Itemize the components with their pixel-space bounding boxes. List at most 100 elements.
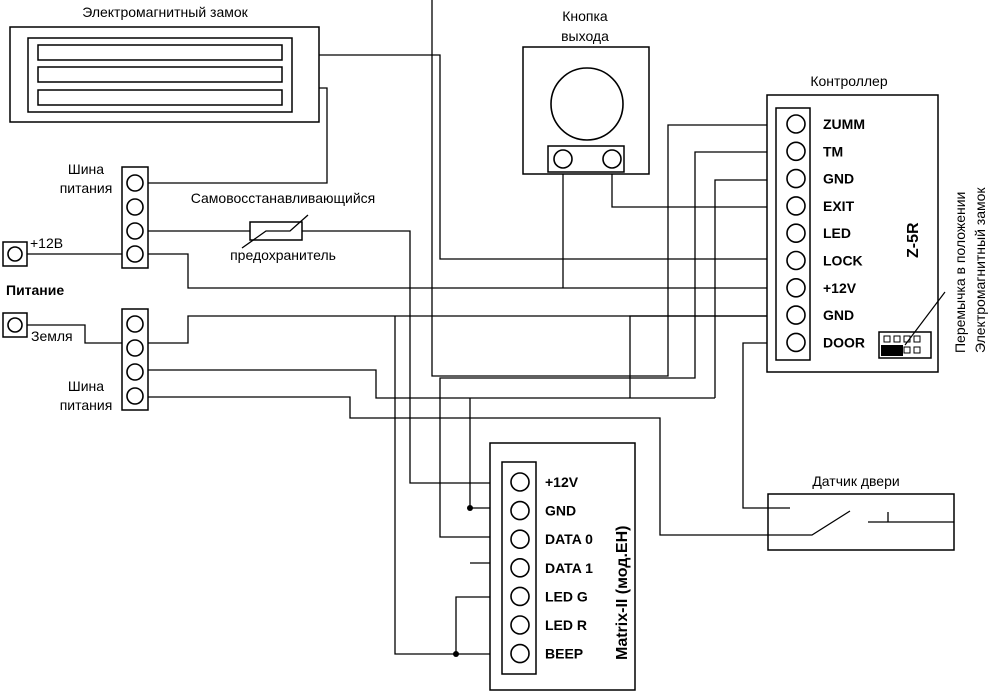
exit-button-title-line2: выхода: [561, 28, 609, 44]
fuse-symbol-line: [241, 214, 309, 249]
controller-terminal-label: EXIT: [823, 198, 855, 214]
jumper-pin: [913, 346, 921, 354]
jumper-cap: [881, 345, 903, 356]
bus-terminal: [126, 174, 144, 192]
controller-title: Контроллер: [810, 73, 887, 89]
controller-terminal-screw: [786, 114, 806, 134]
controller: Контроллер ZUMMTMGNDEXITLEDLOCK+12VGNDDO…: [766, 73, 988, 373]
jumper-pin: [913, 335, 921, 343]
controller-terminal-label: GND: [823, 171, 854, 187]
wires: [24, 0, 789, 655]
reader-terminal-screw: [510, 643, 530, 664]
jumper-note-line1: Перемычка в положении: [952, 192, 968, 353]
wire-zumm: [431, 0, 789, 377]
plus12-terminal-screw: [7, 246, 23, 262]
controller-terminal-screw: [786, 277, 806, 298]
reader-terminal-screw: [510, 557, 530, 578]
junctions: [453, 505, 473, 657]
wire-tm-to-data0: [439, 151, 789, 538]
controller-terminal-label: DOOR: [823, 334, 865, 350]
controller-terminal-screw: [786, 250, 806, 271]
jumper-pin: [883, 335, 891, 343]
bus-terminal: [126, 339, 144, 357]
controller-terminal-label: LOCK: [823, 253, 863, 269]
jumper-pin: [903, 346, 911, 354]
controller-terminal-label: +12V: [823, 280, 857, 296]
wire-bus-to-controller-12v: [146, 253, 789, 289]
wire-ground-bus-to-controller-gnd: [146, 315, 789, 344]
reader-terminal-label: +12V: [545, 474, 579, 490]
exit-button: Кнопка выхода: [522, 8, 650, 175]
fuse-label-line2: предохранитель: [230, 247, 336, 263]
reader-terminals: +12V GND DATA 0 DATA 1 LED G LED R BEEP: [510, 472, 593, 664]
ground-label: Земля: [31, 328, 73, 344]
exit-button-knob: [550, 67, 624, 141]
lock-bar: [37, 44, 283, 61]
reader-terminal-screw: [510, 615, 530, 635]
controller-terminal-screw: [786, 223, 806, 243]
power-bus-bottom-label-line2: питания: [60, 397, 113, 413]
controller-model: Z-5R: [905, 222, 922, 258]
power-bus-top-label-line1: Шина: [68, 161, 104, 177]
jumper-pin: [893, 335, 901, 343]
controller-terminal-screw: [786, 168, 806, 189]
lock-bar: [37, 89, 283, 106]
electromagnetic-lock: Электромагнитный замок: [9, 4, 320, 123]
wire-ground-to-bus: [24, 324, 146, 344]
reader-terminal-label: LED R: [545, 617, 587, 633]
controller-terminal-screw: [786, 305, 806, 325]
reader-terminal-screw: [510, 472, 530, 492]
junction-dot: [467, 505, 473, 511]
resettable-fuse: Самовосстанавливающийся предохранитель: [191, 190, 376, 263]
power-bus-top: Шина питания: [60, 161, 149, 269]
wire-exit-to-button: [611, 168, 789, 208]
bus-terminal: [126, 363, 144, 381]
fuse-label-line1: Самовосстанавливающийся: [191, 190, 376, 206]
wire-ground-bus-to-reader-gnd: [146, 369, 715, 399]
wire-lock-to-controller-lock: [319, 54, 789, 260]
reader-terminal-screw: [510, 529, 530, 550]
bus-terminal: [126, 387, 144, 405]
jumper-pointer: [904, 291, 946, 346]
wire-door-to-sensor: [742, 342, 789, 509]
controller-terminal-label: LED: [823, 225, 851, 241]
power-bus-bottom-label-line1: Шина: [68, 378, 104, 394]
junction-dot: [453, 651, 459, 657]
wire-beep-to-ground: [394, 316, 520, 655]
power-bus-top-label-line2: питания: [60, 180, 113, 196]
controller-terminal-screw: [786, 332, 806, 353]
lock-title: Электромагнитный замок: [82, 4, 248, 20]
door-sensor-switch-symbol: [768, 507, 954, 536]
wire-gnd2-to-data1: [629, 315, 789, 398]
bus-terminal: [126, 222, 144, 240]
reader-terminal-label: DATA 1: [545, 560, 593, 576]
wire-controller-gnd-to-exit: [714, 179, 789, 398]
reader-terminal-label: BEEP: [545, 646, 583, 662]
reader-terminal-label: GND: [545, 503, 576, 519]
bus-terminal: [126, 198, 144, 216]
power-title: Питание: [6, 282, 64, 298]
power-bus-bottom: Шина питания: [60, 308, 149, 413]
wire-lock-to-power-bus: [146, 87, 328, 184]
reader-model: Matrix-II (мод.EH): [614, 526, 631, 660]
door-sensor-title: Датчик двери: [812, 473, 899, 489]
jumper-pins: [883, 335, 921, 354]
lock-bar: [37, 66, 283, 83]
controller-terminal-label: TM: [823, 143, 843, 159]
exit-button-terminal: [602, 149, 622, 169]
bus-terminal: [126, 245, 144, 263]
plus12-label: +12В: [30, 235, 63, 251]
wire-ground-bus-to-door-sensor: [146, 396, 768, 536]
exit-button-title-line1: Кнопка: [562, 8, 608, 24]
reader-terminal-label: DATA 0: [545, 531, 593, 547]
wire-fuse-to-reader-12v: [302, 230, 520, 484]
power-input: +12В Питание Земля: [2, 235, 73, 344]
reader: +12V GND DATA 0 DATA 1 LED G LED R BEEP Matrix…: [489, 442, 636, 691]
controller-terminal-screw: [786, 196, 806, 216]
ground-terminal-screw: [7, 317, 23, 333]
door-sensor: Датчик двери: [767, 473, 955, 551]
reader-terminal-label: LED G: [545, 588, 588, 604]
reader-terminal-screw: [510, 500, 530, 521]
